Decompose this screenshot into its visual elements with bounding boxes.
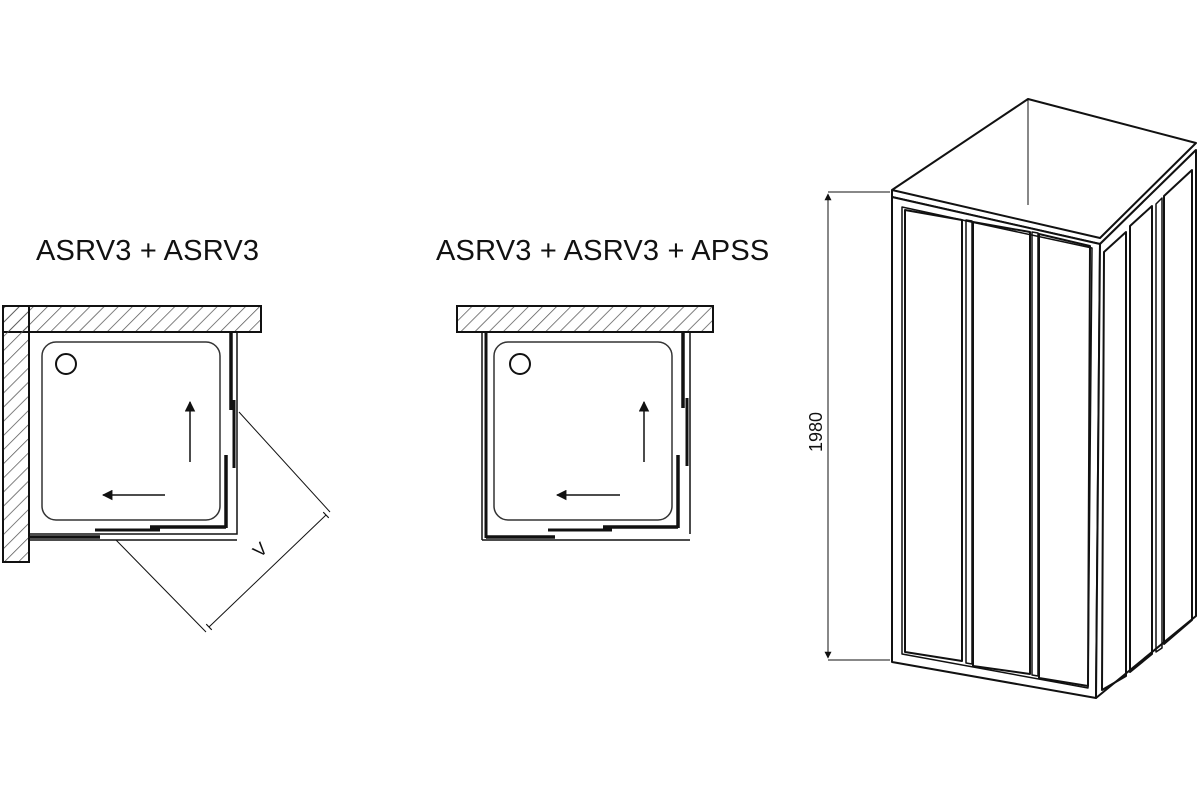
- front-panel-3: [1038, 233, 1091, 687]
- plan-view-corner: V: [2, 305, 331, 633]
- drain-icon: [55, 353, 77, 375]
- shower-tray: [41, 341, 221, 521]
- config-label-asrv3-asrv3: ASRV3 + ASRV3: [36, 235, 260, 267]
- enclosure-3d-view: 1980: [806, 98, 1197, 699]
- drain-icon: [509, 353, 531, 375]
- front-panel-2: [972, 221, 1031, 675]
- shower-tray: [493, 341, 673, 521]
- diagonal-dimension-line: [205, 511, 330, 631]
- wall-left: [2, 305, 30, 563]
- dimension-label-v: V: [249, 539, 271, 562]
- wall-top: [2, 305, 262, 333]
- height-dimension-label: 1980: [806, 412, 826, 452]
- side-panel-3: [1163, 169, 1193, 645]
- front-panel-1: [904, 209, 963, 662]
- side-panel-1: [1101, 231, 1127, 691]
- wall-top: [456, 305, 714, 333]
- config-label-asrv3-asrv3-apss: ASRV3 + ASRV3 + APSS: [436, 235, 770, 267]
- plan-view-wall: [456, 305, 714, 541]
- side-panel-2: [1129, 205, 1153, 673]
